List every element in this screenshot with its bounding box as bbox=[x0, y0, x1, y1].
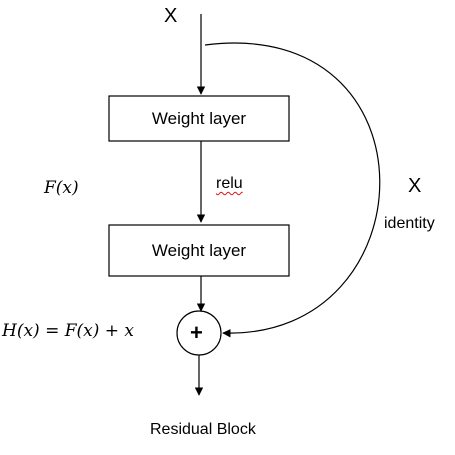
weight-layer-2-box bbox=[108, 224, 290, 277]
output-equation-label: H(x) = F(x) + x bbox=[2, 321, 135, 341]
residual-function-label: F(x) bbox=[44, 178, 79, 198]
diagram-caption: Residual Block bbox=[150, 421, 256, 438]
shortcut-x-label: X bbox=[408, 175, 422, 197]
input-x-label: X bbox=[164, 5, 178, 27]
relu-label: relu bbox=[216, 175, 243, 192]
identity-label: identity bbox=[384, 215, 435, 232]
identity-shortcut-arrow bbox=[204, 42, 381, 338]
weight-layer-1-label: Weight layer bbox=[151, 108, 247, 128]
weight-layer-1-box bbox=[108, 95, 290, 142]
add-symbol: + bbox=[190, 320, 203, 345]
weight-layer-2-label: Weight layer bbox=[151, 240, 247, 260]
